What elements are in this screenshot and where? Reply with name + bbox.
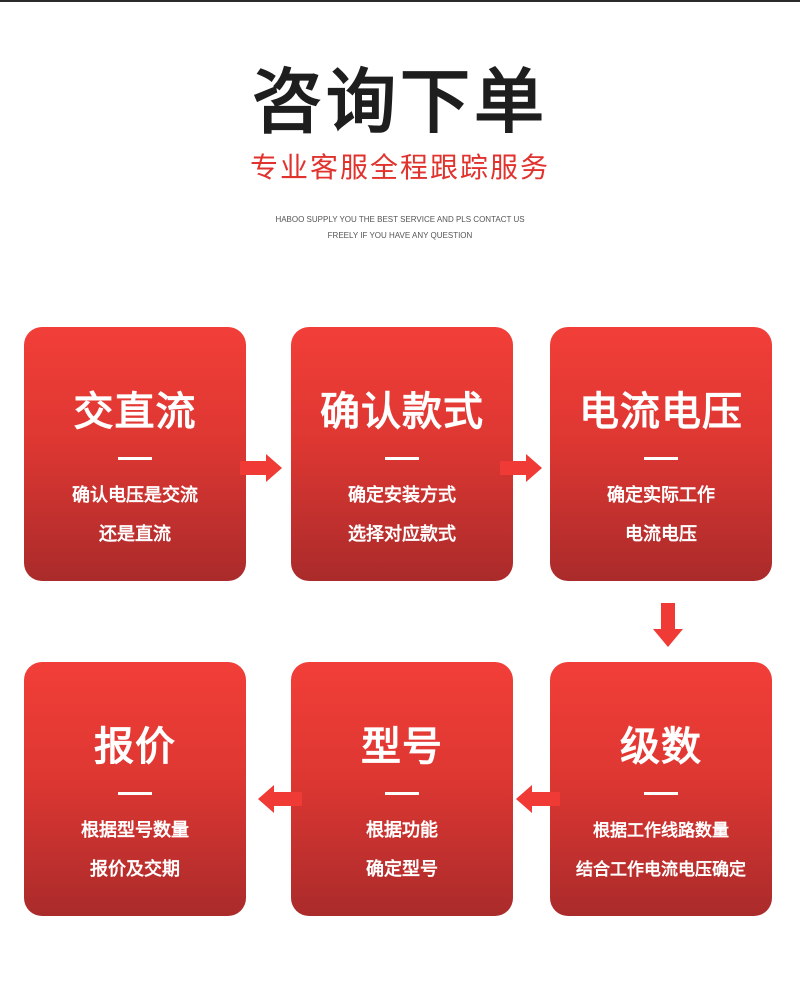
tagline-line-1: HABOO SUPPLY YOU THE BEST SERVICE AND PL…	[275, 215, 525, 224]
step-divider	[385, 457, 419, 460]
step-desc-line-1: 根据型号数量	[81, 820, 189, 841]
arrow-left-icon	[516, 785, 560, 813]
step-desc-line-2: 还是直流	[99, 524, 171, 545]
step-heading: 级数	[620, 724, 702, 770]
step-desc-line-1: 根据功能	[366, 820, 438, 841]
step-desc-line-2: 结合工作电流电压确定	[576, 860, 746, 880]
step-desc-line-2: 选择对应款式	[348, 524, 456, 545]
arrow-left-icon	[258, 785, 302, 813]
step-divider	[118, 457, 152, 460]
step-desc-line-1: 确定实际工作	[607, 485, 715, 506]
step-card-confirm-style: 确认款式 确定安装方式 选择对应款式	[291, 327, 513, 581]
step-desc-line-1: 确定安装方式	[348, 485, 456, 506]
step-desc-line-2: 电流电压	[625, 524, 697, 545]
step-divider	[644, 792, 678, 795]
arrow-down-icon	[653, 603, 683, 647]
step-desc-line-2: 确定型号	[366, 859, 438, 880]
step-heading: 交直流	[73, 389, 197, 435]
arrow-right-icon	[500, 454, 542, 482]
top-divider	[0, 0, 800, 2]
step-divider	[644, 457, 678, 460]
step-card-poles: 级数 根据工作线路数量 结合工作电流电压确定	[550, 662, 772, 916]
step-card-ac-dc: 交直流 确认电压是交流 还是直流	[24, 327, 246, 581]
english-tagline: HABOO SUPPLY YOU THE BEST SERVICE AND PL…	[0, 212, 800, 244]
step-desc-line-1: 确认电压是交流	[72, 485, 198, 506]
step-heading: 报价	[94, 724, 176, 770]
step-card-model: 型号 根据功能 确定型号	[291, 662, 513, 916]
page-subtitle: 专业客服全程跟踪服务	[249, 151, 550, 184]
step-heading: 确认款式	[320, 389, 484, 435]
step-desc-line-1: 根据工作线路数量	[593, 821, 729, 841]
arrow-right-icon	[240, 454, 282, 482]
page-title: 咨询下单	[252, 61, 548, 143]
step-card-current-voltage: 电流电压 确定实际工作 电流电压	[550, 327, 772, 581]
step-divider	[118, 792, 152, 795]
step-heading: 电流电压	[579, 389, 743, 435]
step-heading: 型号	[361, 724, 443, 770]
step-card-quote: 报价 根据型号数量 报价及交期	[24, 662, 246, 916]
step-divider	[385, 792, 419, 795]
tagline-line-2: FREELY IF YOU HAVE ANY QUESTION	[327, 231, 473, 240]
step-desc-line-2: 报价及交期	[90, 859, 180, 880]
